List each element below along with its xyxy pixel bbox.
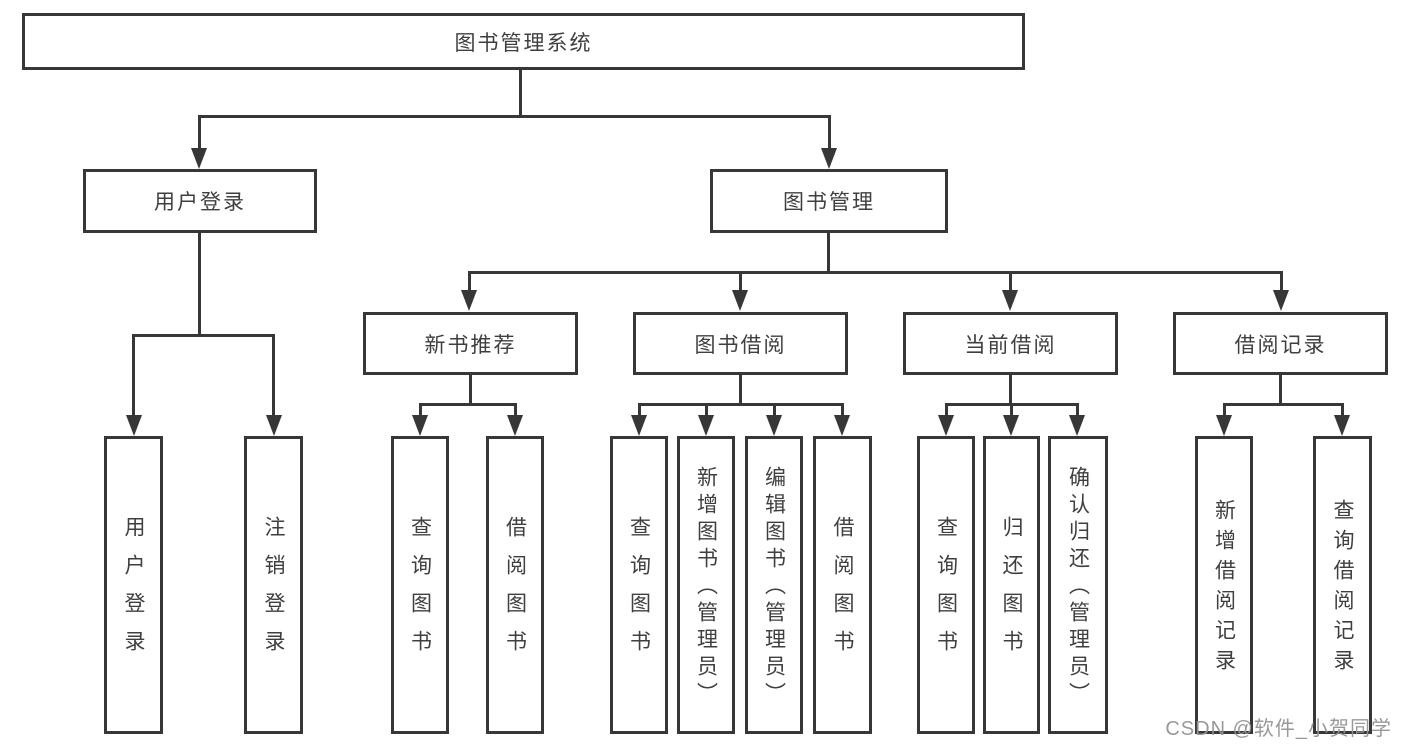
arrow-down-icon [412, 415, 428, 436]
connector-line [1279, 375, 1282, 405]
leaf-query-books-current: 查询图书 [917, 436, 975, 734]
connector-line [519, 70, 522, 117]
arrow-down-icon [834, 415, 850, 436]
leaf-return-books: 归还图书 [983, 436, 1040, 734]
connector-line [739, 375, 742, 405]
arrow-down-icon [821, 148, 837, 169]
arrow-down-icon [507, 415, 523, 436]
arrow-down-icon [1003, 415, 1019, 436]
node-new-book-recommend: 新书推荐 [363, 312, 578, 375]
leaf-logout: 注销登录 [244, 436, 303, 734]
connector-line [1009, 375, 1012, 405]
arrow-down-icon [698, 415, 714, 436]
arrow-down-icon [266, 415, 282, 436]
arrow-down-icon [1002, 290, 1018, 311]
arrow-down-icon [126, 415, 142, 436]
leaf-query-borrow-record: 查询借阅记录 [1313, 436, 1372, 734]
leaf-confirm-return-admin: 确认归还（管理员） [1048, 436, 1108, 734]
connector-line [828, 115, 831, 152]
csdn-watermark: CSDN @软件_小贺同学 [1165, 718, 1392, 740]
connector-line [945, 403, 948, 418]
arrow-down-icon [938, 415, 954, 436]
connector-line [419, 403, 517, 406]
leaf-edit-books-admin: 编辑图书（管理员） [745, 436, 803, 734]
node-current-borrowing: 当前借阅 [903, 312, 1118, 375]
arrow-down-icon [191, 148, 207, 169]
connector-line [705, 403, 708, 418]
connector-line [638, 403, 641, 418]
connector-line [1280, 271, 1283, 293]
connector-line [1223, 403, 1226, 418]
node-book-borrowing: 图书借阅 [633, 312, 848, 375]
leaf-add-books-admin: 新增图书（管理员） [677, 436, 735, 734]
connector-line [1223, 403, 1343, 406]
connector-line [469, 375, 472, 405]
connector-line [198, 115, 201, 152]
node-user-login: 用户登录 [83, 169, 317, 233]
leaf-borrow-books-recommend: 借阅图书 [486, 436, 544, 734]
connector-line [1076, 403, 1079, 418]
arrow-down-icon [461, 290, 477, 311]
node-root: 图书管理系统 [22, 13, 1025, 70]
connector-line [841, 403, 844, 418]
connector-line [132, 334, 135, 418]
arrow-down-icon [631, 415, 647, 436]
connector-line [272, 334, 275, 418]
connector-line [198, 233, 201, 337]
connector-line [739, 271, 742, 293]
node-book-management: 图书管理 [710, 169, 948, 233]
connector-line [419, 403, 422, 418]
arrow-down-icon [1334, 415, 1350, 436]
leaf-query-books-borrowing: 查询图书 [610, 436, 668, 734]
connector-line [1341, 403, 1344, 418]
connector-line [638, 403, 844, 406]
leaf-add-borrow-record: 新增借阅记录 [1195, 436, 1253, 734]
arrow-down-icon [732, 290, 748, 311]
leaf-query-books-recommend: 查询图书 [391, 436, 449, 734]
connector-line [1009, 271, 1012, 293]
connector-line [827, 233, 830, 274]
arrow-down-icon [1216, 415, 1232, 436]
arrow-down-icon [1273, 290, 1289, 311]
connector-line [468, 271, 471, 293]
connector-line [132, 334, 275, 337]
connector-line [1010, 403, 1013, 418]
leaf-borrow-books: 借阅图书 [813, 436, 872, 734]
node-borrow-records: 借阅记录 [1173, 312, 1388, 375]
connector-line [514, 403, 517, 418]
connector-line [468, 271, 1283, 274]
arrow-down-icon [766, 415, 782, 436]
leaf-user-login: 用户登录 [104, 436, 163, 734]
connector-line [773, 403, 776, 418]
arrow-down-icon [1069, 415, 1085, 436]
connector-line [198, 115, 831, 118]
